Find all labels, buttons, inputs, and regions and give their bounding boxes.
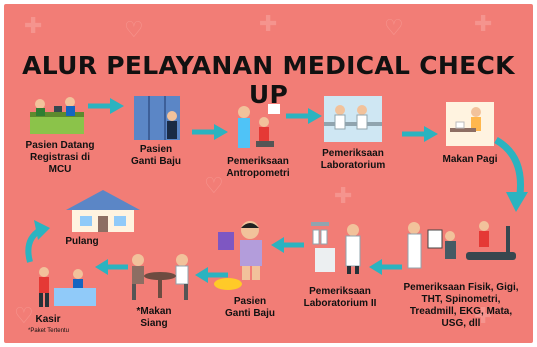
- arrow-left-icon: [369, 259, 402, 275]
- changing-clothes-illustration: [214, 221, 262, 290]
- label-line: Laboratorium: [320, 160, 386, 171]
- label-line: Siang: [140, 318, 168, 329]
- doodle-icon: ♡: [204, 174, 224, 199]
- physical-exam-illustration: [407, 221, 516, 269]
- arrow-curve-down-icon: [494, 136, 528, 212]
- arrow-right-icon: [88, 98, 124, 114]
- label-line: *Makan: [136, 306, 172, 317]
- cashier-illustration: [39, 267, 96, 307]
- arrow-right-icon: [192, 124, 228, 140]
- step-label-change-clothes-2: Pasien Ganti Baju: [214, 296, 286, 320]
- breakfast-illustration: [446, 102, 494, 146]
- label-line: THT, Spinometri,: [421, 294, 501, 305]
- arrow-left-icon: [195, 267, 228, 283]
- step-label-change-clothes: Pasien Ganti Baju: [120, 144, 192, 168]
- locker-room-illustration: [134, 96, 180, 140]
- label-line: Pasien Datang: [25, 140, 95, 151]
- arrow-right-icon: [402, 126, 438, 142]
- doodle-icon: ✚: [24, 14, 43, 39]
- registration-desk-illustration: [30, 97, 84, 134]
- arrow-right-icon: [286, 108, 322, 124]
- label-line: Pemeriksaan: [309, 286, 371, 297]
- step-label-laboratory: Pemeriksaan Laboratorium: [310, 148, 396, 172]
- label-line: Pemeriksaan Fisik, Gigi,: [403, 282, 519, 293]
- doodle-icon: ✚: [334, 184, 353, 209]
- label-line: Makan Pagi: [442, 154, 498, 165]
- step-label-breakfast: Makan Pagi: [432, 154, 508, 166]
- doodle-icon: ♡: [124, 18, 144, 43]
- flow-diagram: ✚ ♡ ✚ ♡ ✚ ♡ ✚ ♡ ✚ ALUR PELAYANAN MEDICAL…: [4, 4, 533, 343]
- lunch-illustration: [132, 254, 189, 300]
- label-line: Pasien: [233, 296, 267, 307]
- label-line: Laboratorium II: [303, 298, 377, 309]
- anthropometry-illustration: [238, 104, 280, 148]
- step-label-home: Pulang: [56, 236, 108, 248]
- arrow-left-icon: [95, 259, 128, 275]
- step-label-anthropometry: Pemeriksaan Antropometri: [216, 156, 300, 180]
- house-illustration: [66, 190, 140, 232]
- step-label-lunch: *Makan Siang: [122, 306, 186, 330]
- step-label-cashier: Kasir: [28, 314, 68, 326]
- doodle-icon: ✚: [474, 12, 493, 37]
- label-line: Ganti Baju: [130, 156, 181, 167]
- arrow-curve-up-icon: [25, 220, 50, 263]
- label-line: Pemeriksaan: [227, 156, 289, 167]
- laboratory-2-illustration: [311, 222, 361, 274]
- label-line: Registrasi di MCU: [29, 152, 91, 175]
- label-line: Pasien: [139, 144, 173, 155]
- step-label-registration: Pasien Datang Registrasi di MCU: [18, 140, 102, 176]
- label-line: Antropometri: [226, 168, 290, 179]
- arrow-left-icon: [271, 237, 304, 253]
- label-line: USG, dll: [441, 318, 481, 329]
- label-line: Ganti Baju: [224, 308, 275, 319]
- label-line: Kasir: [35, 314, 61, 325]
- doodle-icon: ♡: [14, 304, 34, 329]
- doodle-icon: ✚: [474, 304, 493, 329]
- laboratory-illustration: [324, 96, 382, 142]
- label-line: Treadmill, EKG, Mata,: [409, 306, 513, 317]
- doodle-icon: ✚: [259, 12, 278, 37]
- diagram-title: ALUR PELAYANAN MEDICAL CHECK UP: [22, 51, 515, 109]
- doodle-icon: ♡: [384, 16, 404, 41]
- step-label-laboratory-2: Pemeriksaan Laboratorium II: [294, 286, 386, 310]
- footnote: *Paket Tertentu: [28, 328, 69, 334]
- step-label-physical-exam: Pemeriksaan Fisik, Gigi, THT, Spinometri…: [400, 282, 522, 330]
- label-line: Pulang: [65, 236, 99, 247]
- label-line: Pemeriksaan: [322, 148, 384, 159]
